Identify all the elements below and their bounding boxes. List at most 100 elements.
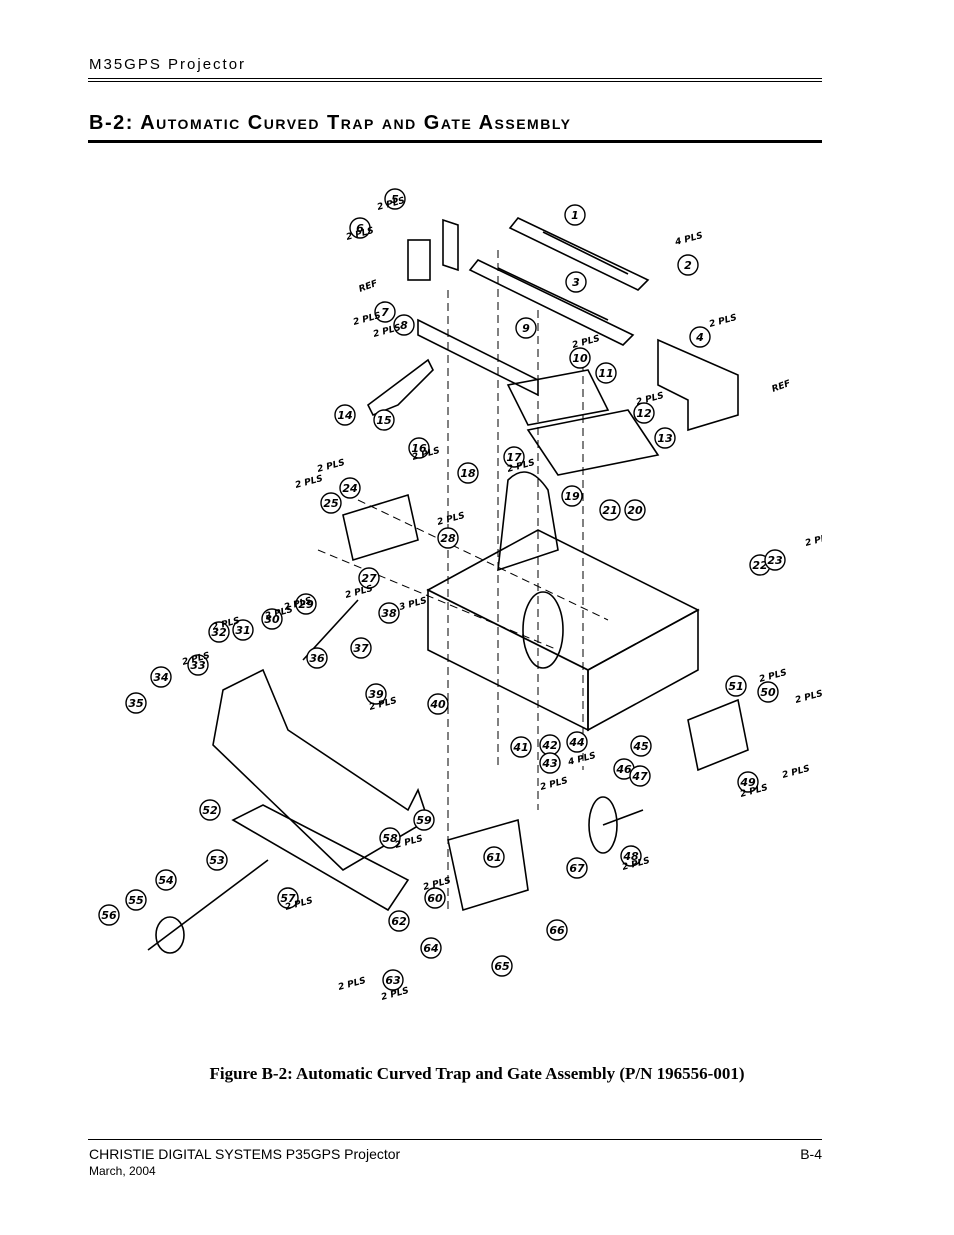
callout-circle-44 <box>566 731 588 753</box>
callout-number-16: 16 <box>411 442 427 455</box>
part-19-front <box>587 608 699 732</box>
quantity-label: 4 PLS <box>566 751 597 768</box>
callout-number-37: 37 <box>353 642 369 655</box>
callout-circle-34 <box>150 666 172 688</box>
callout-number-5: 5 <box>391 193 399 206</box>
callout-circle-6 <box>349 217 371 239</box>
quantity-label: 2 PLS <box>337 976 367 993</box>
callout-number-19: 19 <box>564 490 580 503</box>
callout-number-14: 14 <box>337 409 352 422</box>
header-rule-2 <box>88 81 822 82</box>
callout-number-24: 24 <box>342 482 357 495</box>
callout-circle-39 <box>365 683 387 705</box>
callout-number-67: 67 <box>569 862 585 875</box>
callout-number-10: 10 <box>572 352 588 365</box>
quantity-label: 2 PLS <box>344 584 374 601</box>
running-header: M35GPS Projector <box>89 56 247 73</box>
callout-circle-14 <box>334 404 356 426</box>
part-25 <box>342 493 419 562</box>
callout-number-35: 35 <box>128 697 144 710</box>
callout-number-57: 57 <box>280 892 296 905</box>
callout-number-45: 45 <box>632 740 649 753</box>
callout-circle-65 <box>491 955 513 977</box>
callout-number-38: 38 <box>381 607 397 620</box>
callout-number-65: 65 <box>494 960 510 973</box>
callout-number-17: 17 <box>506 451 522 464</box>
footer-company: CHRISTIE DIGITAL SYSTEMS P35GPS Projecto… <box>89 1146 401 1162</box>
callout-circle-5 <box>384 188 406 210</box>
callout-number-39: 39 <box>368 688 384 701</box>
callout-circle-29 <box>295 593 317 615</box>
callout-circle-49 <box>737 771 759 793</box>
callout-circle-25 <box>320 492 342 514</box>
callout-circle-62 <box>388 910 410 932</box>
part-3 <box>468 259 635 346</box>
callout-number-9: 9 <box>522 322 530 335</box>
part-4 <box>657 338 739 432</box>
callout-number-44: 44 <box>568 736 584 749</box>
callout-circle-57 <box>277 887 299 909</box>
callout-circle-47 <box>629 765 651 787</box>
header-rule <box>88 78 822 79</box>
callout-circle-13 <box>654 427 676 449</box>
callout-number-46: 46 <box>615 763 632 776</box>
callout-number-7: 7 <box>381 306 389 319</box>
callout-circle-54 <box>155 869 177 891</box>
quantity-label: 2 PLS <box>380 986 410 1003</box>
callout-circle-66 <box>546 919 568 941</box>
callout-number-23: 23 <box>767 554 783 567</box>
callout-number-56: 56 <box>101 909 117 922</box>
callout-number-63: 63 <box>385 974 401 987</box>
ref-label: REF <box>771 379 793 395</box>
callout-number-30: 30 <box>264 613 280 626</box>
callout-number-43: 43 <box>541 757 558 770</box>
callout-number-6: 6 <box>356 222 364 235</box>
footer-date: March, 2004 <box>89 1164 156 1178</box>
callout-circle-23 <box>764 549 786 571</box>
callout-circle-21 <box>599 499 621 521</box>
part-19-upright <box>497 471 559 572</box>
callout-number-51: 51 <box>728 680 743 693</box>
quantity-label: 2 PLS <box>571 334 601 351</box>
callout-number-64: 64 <box>423 942 438 955</box>
callout-number-58: 58 <box>382 832 398 845</box>
callout-circle-2 <box>677 254 699 276</box>
callout-circle-55 <box>125 889 147 911</box>
callout-circle-67 <box>566 857 588 879</box>
ref-label: REF <box>358 279 380 295</box>
callout-number-54: 54 <box>158 874 173 887</box>
callout-circle-37 <box>350 637 372 659</box>
callout-circle-36 <box>306 647 328 669</box>
callout-number-8: 8 <box>400 319 408 332</box>
callout-circle-15 <box>373 409 395 431</box>
callout-circle-1 <box>564 204 586 226</box>
callout-number-55: 55 <box>128 894 144 907</box>
callout-circle-9 <box>515 317 537 339</box>
callout-number-36: 36 <box>309 652 325 665</box>
callout-circle-51 <box>725 675 747 697</box>
callout-circle-33 <box>187 654 209 676</box>
callout-circle-31 <box>232 619 254 641</box>
quantity-label: 2 PLS <box>758 668 788 685</box>
callout-circle-7 <box>374 301 396 323</box>
part-48 <box>588 796 618 854</box>
part-19-frame <box>426 529 700 671</box>
callout-circle-60 <box>424 887 446 909</box>
quantity-label: 2 PLS <box>804 532 822 549</box>
callout-circle-56 <box>98 904 120 926</box>
footer-rule <box>88 1139 822 1140</box>
callout-circle-4 <box>689 326 711 348</box>
callout-circle-41 <box>510 736 532 758</box>
callout-circle-19 <box>561 485 583 507</box>
callout-number-53: 53 <box>209 854 225 867</box>
part-60-top <box>442 218 459 272</box>
quantity-label: 2 PLS <box>794 689 822 706</box>
part-54-spring <box>155 916 185 954</box>
callout-circle-58 <box>379 827 401 849</box>
part-13 <box>526 409 660 476</box>
part-61 <box>447 818 529 912</box>
callout-number-59: 59 <box>416 814 432 827</box>
quantity-label: 2 PLS <box>376 196 406 213</box>
